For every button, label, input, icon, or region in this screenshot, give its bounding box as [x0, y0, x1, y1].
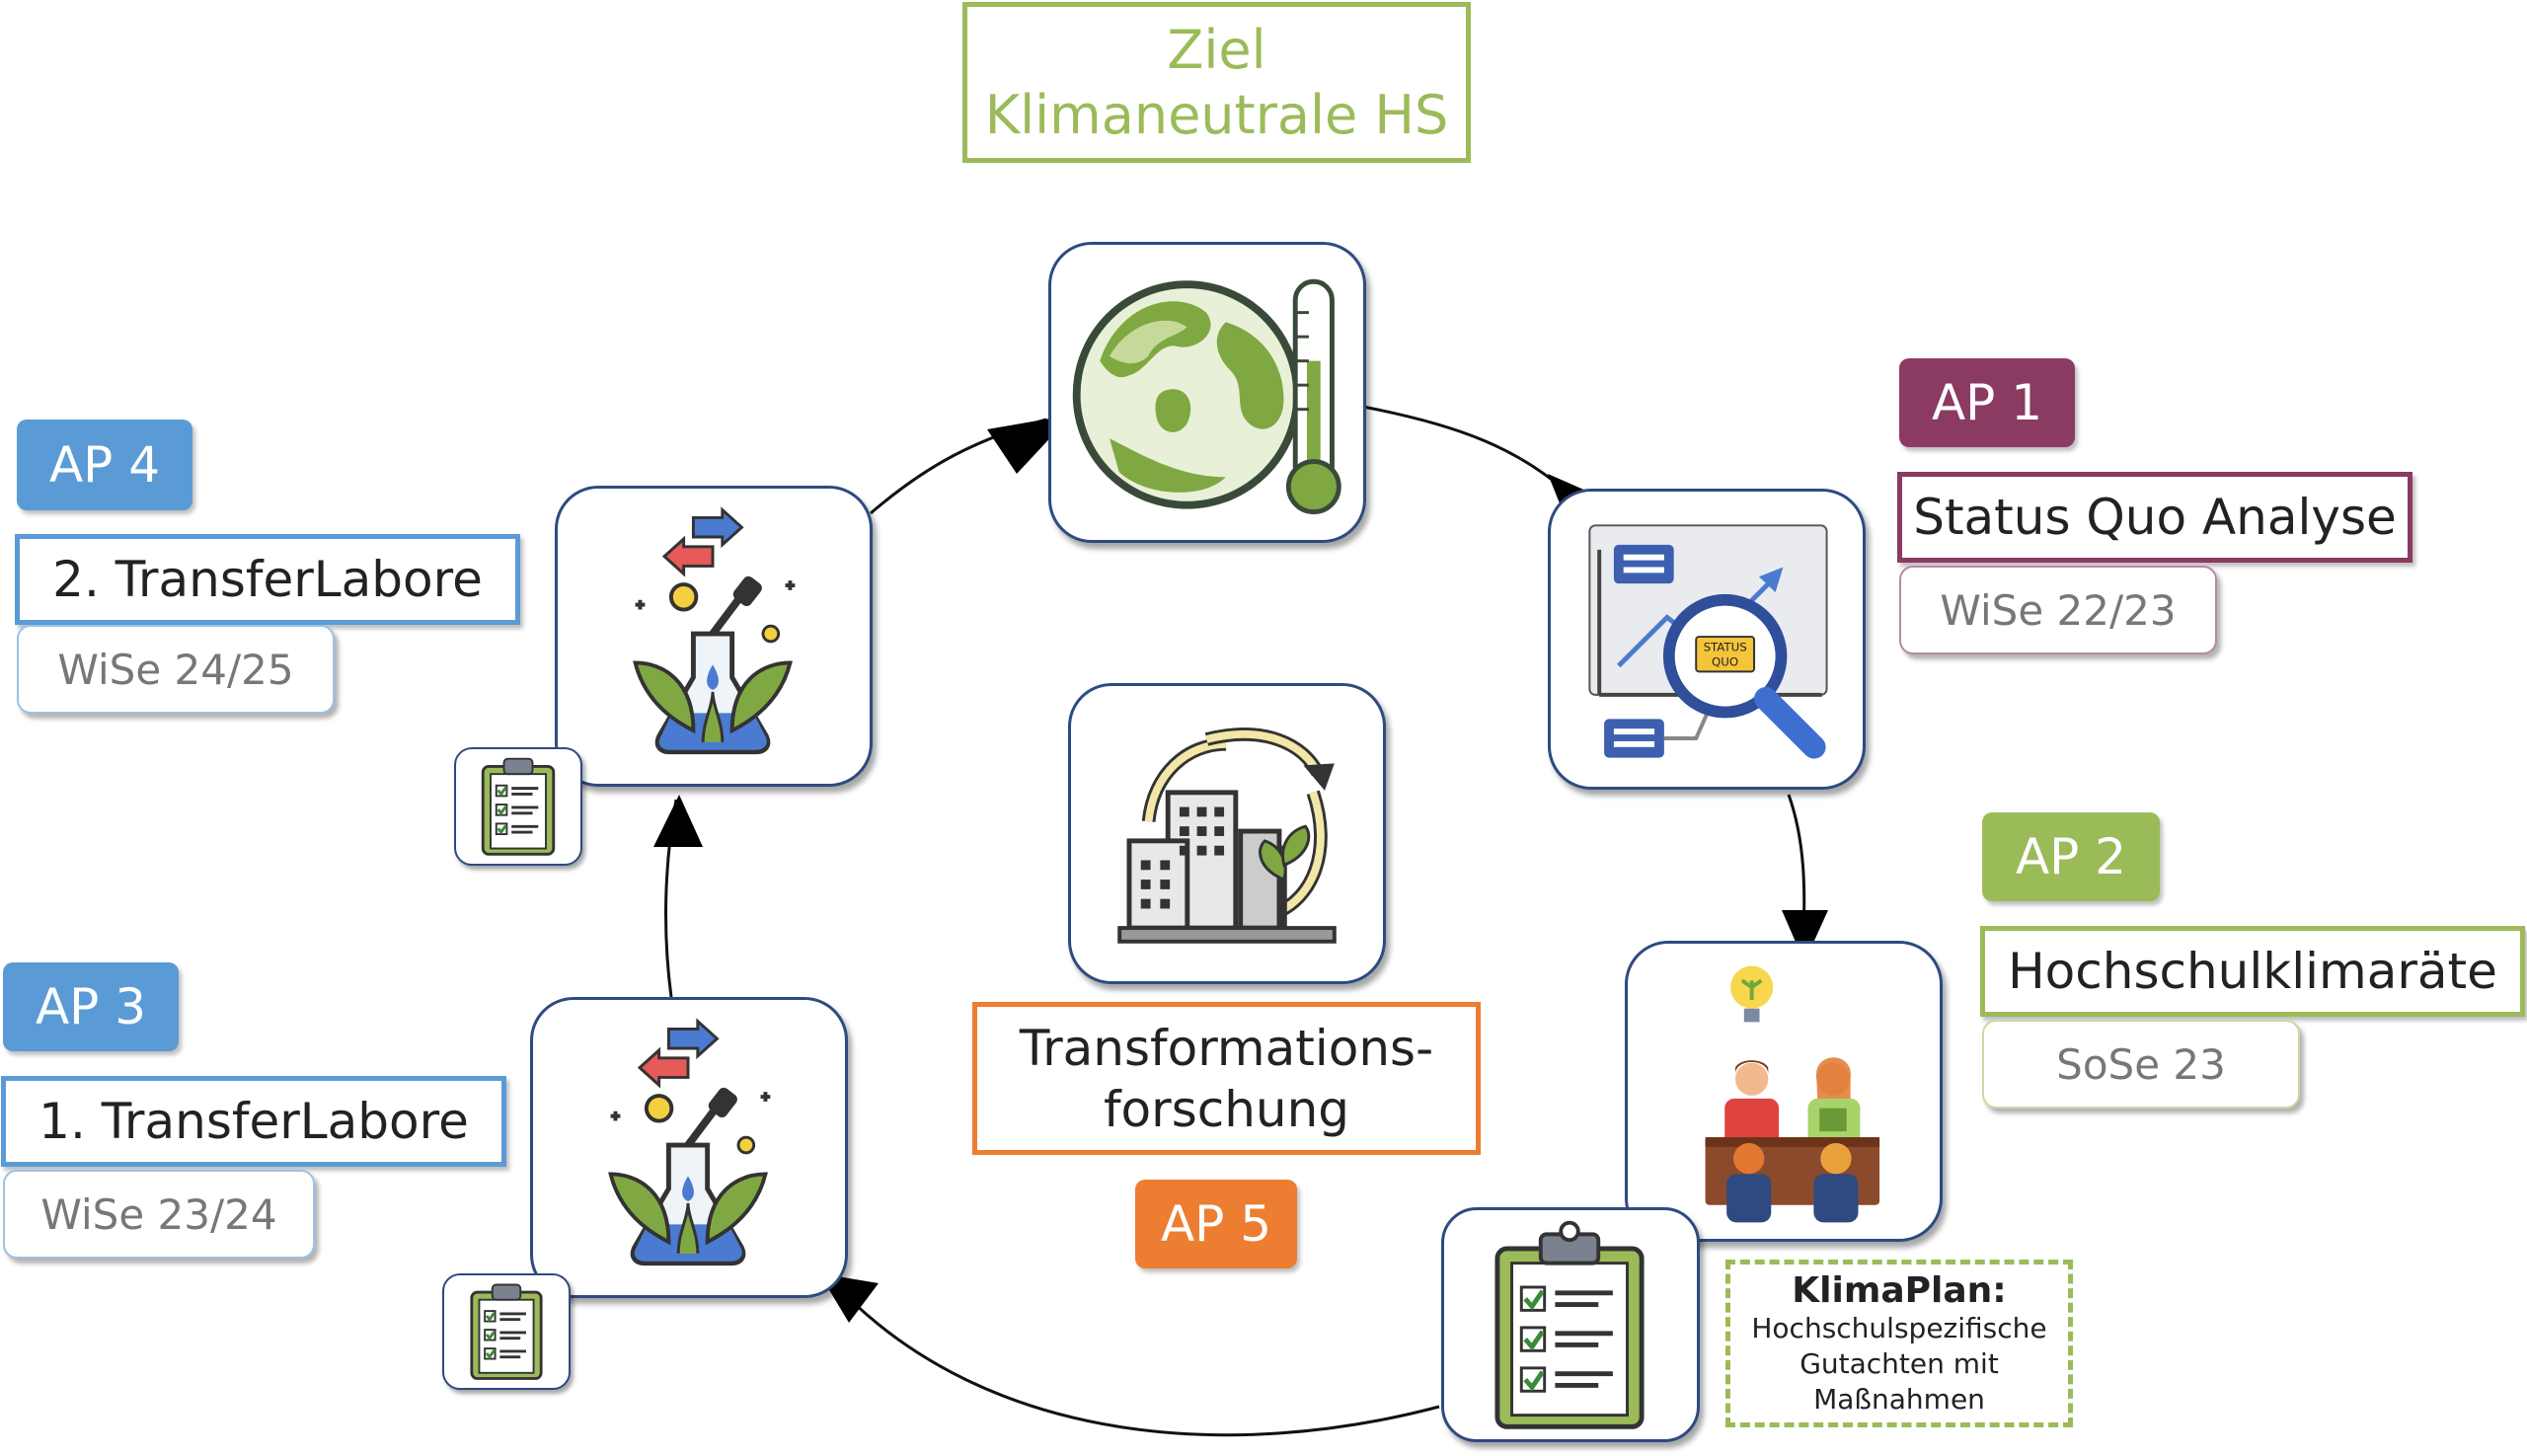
ap4-checklist-card: [454, 747, 582, 866]
arrowhead-ap4: [653, 795, 703, 847]
globe-card: [1048, 242, 1366, 543]
ap4-semester: WiSe 24/25: [17, 625, 335, 714]
goal-line2: Klimaneutrale HS: [984, 83, 1449, 146]
transferlab1-card: [530, 997, 848, 1298]
klimaplan-line1: Hochschulspezifische: [1751, 1311, 2047, 1344]
ap4-title: 2. TransferLabore: [15, 534, 520, 625]
ap5-badge: AP 5: [1135, 1180, 1297, 1268]
status-quo-analysis-icon: STATUS QUO: [1588, 524, 1828, 759]
arrowhead-ap2: [1782, 910, 1828, 962]
ap1-badge: AP 1: [1899, 358, 2075, 447]
goal-box: Ziel Klimaneutrale HS: [962, 2, 1471, 163]
ap1-title: Status Quo Analyse: [1897, 472, 2412, 563]
arrow-globe-to-ap1: [1351, 403, 1576, 500]
status-quo-sign-line2: QUO: [1712, 654, 1738, 668]
ap3-badge: AP 3: [3, 962, 179, 1051]
ap3-semester: WiSe 23/24: [3, 1170, 315, 1259]
lab-flask-plants-icon: [608, 1018, 771, 1266]
klimaplan-card: [1441, 1207, 1700, 1442]
ap5-title-line2: forschung: [1103, 1080, 1350, 1138]
globe-thermometer-icon: [1072, 278, 1341, 515]
ap2-title: Hochschulklimaräte: [1980, 926, 2525, 1017]
klimaplan-title: KlimaPlan:: [1792, 1269, 2007, 1311]
ap4-badge: AP 4: [17, 420, 192, 510]
ap3-checklist-card: [442, 1273, 571, 1390]
status-quo-card: STATUS QUO: [1548, 489, 1866, 790]
klimaplan-line3: Maßnahmen: [1813, 1382, 1985, 1416]
ap2-badge: AP 2: [1982, 812, 2160, 901]
checklist-icon: [470, 1283, 543, 1380]
lab-flask-plants-icon: [633, 506, 796, 755]
ap1-semester: WiSe 22/23: [1899, 566, 2217, 654]
sustainable-city-icon: [1117, 728, 1337, 944]
council-meeting-icon: [1705, 965, 1880, 1223]
ap5-title: Transformations- forschung: [972, 1002, 1481, 1155]
ap5-title-line1: Transformations-: [1019, 1019, 1434, 1077]
status-quo-sign-line1: STATUS: [1704, 641, 1747, 654]
goal-line1: Ziel: [1167, 18, 1266, 81]
ap3-title: 1. TransferLabore: [1, 1076, 506, 1167]
ap2-semester: SoSe 23: [1982, 1020, 2300, 1109]
transferlab2-card: [555, 486, 873, 787]
transformation-card: [1068, 683, 1386, 984]
klimaplan-box: KlimaPlan: Hochschulspezifische Gutachte…: [1725, 1260, 2073, 1427]
klimaplan-line2: Gutachten mit: [1800, 1346, 1999, 1380]
arrow-klimaplan-to-ap3: [832, 1281, 1440, 1437]
council-card: [1625, 941, 1943, 1242]
checklist-icon: [1494, 1220, 1645, 1429]
checklist-icon: [481, 757, 556, 856]
